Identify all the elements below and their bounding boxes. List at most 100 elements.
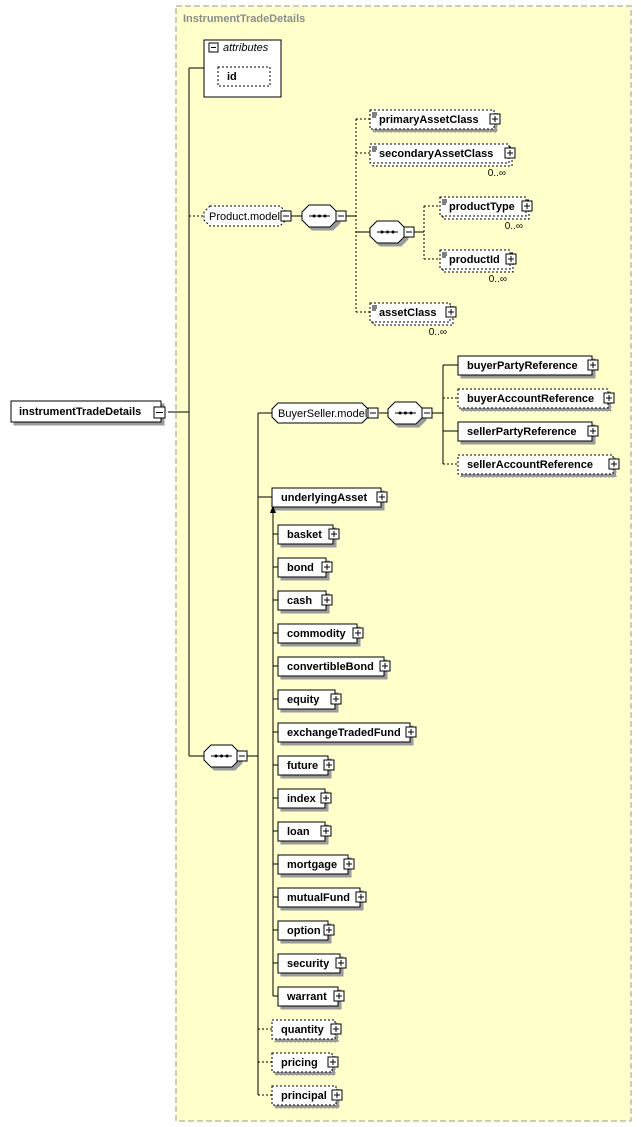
- main-sequence-compositor[interactable]: [203, 744, 240, 768]
- buyer-seller-model-label: BuyerSeller.model: [278, 408, 367, 420]
- element-mutualFund-label: mutualFund: [287, 892, 350, 904]
- element-loan-expand-icon[interactable]: [320, 825, 332, 837]
- element-productType-occurs: 0..∞: [505, 221, 523, 232]
- product-model-group[interactable]: Product.model: [203, 205, 287, 227]
- element-security-expand-icon[interactable]: [335, 957, 347, 969]
- element-secondaryAssetClass[interactable]: secondaryAssetClass 0..∞: [369, 143, 516, 179]
- element-buyerPartyReference-label: buyerPartyReference: [467, 360, 578, 372]
- element-warrant[interactable]: warrant: [277, 986, 345, 1007]
- element-sellerPartyReference-label: sellerPartyReference: [467, 426, 576, 438]
- element-convertibleBond[interactable]: convertibleBond: [277, 656, 391, 677]
- main-sequence-collapse-icon[interactable]: [236, 750, 248, 762]
- buyer-seller-sequence-collapse-icon[interactable]: [421, 407, 433, 419]
- element-primaryAssetClass-label: primaryAssetClass: [379, 114, 479, 126]
- element-exchangeTradedFund[interactable]: exchangeTradedFund: [277, 722, 417, 743]
- element-buyerAccountReference-label: buyerAccountReference: [467, 393, 594, 405]
- element-buyerAccountReference[interactable]: buyerAccountReference: [457, 388, 615, 409]
- element-warrant-expand-icon[interactable]: [333, 990, 345, 1002]
- element-mutualFund-expand-icon[interactable]: [355, 891, 367, 903]
- element-productType-label: productType: [449, 201, 515, 213]
- element-future[interactable]: future: [277, 755, 335, 776]
- buyer-seller-model-group[interactable]: BuyerSeller.model: [271, 402, 369, 424]
- element-quantity-label: quantity: [281, 1024, 325, 1036]
- element-boxes: primaryAssetClass secondaryAssetClass 0..∞…: [271, 109, 620, 1106]
- element-quantity-expand-icon[interactable]: [330, 1023, 342, 1035]
- element-exchangeTradedFund-expand-icon[interactable]: [405, 726, 417, 738]
- element-index[interactable]: index: [277, 788, 332, 809]
- element-sellerAccountReference-label: sellerAccountReference: [467, 459, 593, 471]
- element-sellerAccountReference[interactable]: sellerAccountReference: [457, 454, 620, 475]
- product-sequence-compositor[interactable]: [301, 204, 338, 228]
- root-element-box[interactable]: instrumentTradeDetails: [10, 400, 162, 423]
- element-bond-expand-icon[interactable]: [321, 561, 333, 573]
- element-underlyingAsset-label: underlyingAsset: [281, 492, 368, 504]
- element-assetClass-expand-icon[interactable]: [445, 306, 457, 318]
- element-loan-label: loan: [287, 826, 310, 838]
- element-primaryAssetClass-expand-icon[interactable]: [489, 113, 501, 125]
- element-productType[interactable]: productType 0..∞: [439, 196, 533, 232]
- product-model-label: Product.model: [209, 211, 280, 223]
- element-basket-expand-icon[interactable]: [328, 528, 340, 540]
- element-equity-label: equity: [287, 694, 320, 706]
- element-option-expand-icon[interactable]: [323, 924, 335, 936]
- element-assetClass[interactable]: assetClass 0..∞: [369, 302, 457, 338]
- element-convertibleBond-expand-icon[interactable]: [379, 660, 391, 672]
- element-security[interactable]: security: [277, 953, 347, 974]
- element-commodity-expand-icon[interactable]: [352, 627, 364, 639]
- element-index-label: index: [287, 793, 317, 805]
- element-productType-expand-icon[interactable]: [521, 200, 533, 212]
- element-buyerPartyReference-expand-icon[interactable]: [587, 359, 599, 371]
- element-underlyingAsset[interactable]: underlyingAsset: [271, 487, 388, 508]
- product-sequence-collapse-icon[interactable]: [335, 210, 347, 222]
- element-sellerAccountReference-expand-icon[interactable]: [608, 458, 620, 470]
- element-assetClass-label: assetClass: [379, 307, 437, 319]
- element-bond[interactable]: bond: [277, 557, 333, 578]
- element-mortgage[interactable]: mortgage: [277, 854, 355, 875]
- element-pricing[interactable]: pricing: [271, 1052, 339, 1073]
- element-quantity[interactable]: quantity: [271, 1019, 342, 1040]
- attributes-label: attributes: [223, 42, 269, 54]
- element-mutualFund[interactable]: mutualFund: [277, 887, 367, 908]
- element-secondaryAssetClass-expand-icon[interactable]: [504, 147, 516, 159]
- element-mortgage-label: mortgage: [287, 859, 337, 871]
- element-convertibleBond-label: convertibleBond: [287, 661, 374, 673]
- root-collapse-icon[interactable]: [153, 406, 166, 419]
- element-equity-expand-icon[interactable]: [330, 693, 342, 705]
- element-sellerPartyReference[interactable]: sellerPartyReference: [457, 421, 599, 442]
- element-secondaryAssetClass-label: secondaryAssetClass: [379, 148, 493, 160]
- root-element-label: instrumentTradeDetails: [19, 406, 141, 418]
- element-bond-label: bond: [287, 562, 314, 574]
- element-principal-expand-icon[interactable]: [331, 1089, 343, 1101]
- element-index-expand-icon[interactable]: [320, 792, 332, 804]
- element-loan[interactable]: loan: [277, 821, 332, 842]
- element-warrant-label: warrant: [286, 991, 327, 1003]
- element-pricing-expand-icon[interactable]: [327, 1056, 339, 1068]
- product-inner-sequence-compositor[interactable]: [369, 220, 406, 244]
- buyer-seller-collapse-icon[interactable]: [367, 407, 379, 419]
- element-principal[interactable]: principal: [271, 1085, 343, 1106]
- element-equity[interactable]: equity: [277, 689, 342, 710]
- element-secondaryAssetClass-occurs: 0..∞: [488, 168, 506, 179]
- element-basket-label: basket: [287, 529, 322, 541]
- complex-type-box: [175, 5, 632, 1122]
- element-productId-expand-icon[interactable]: [505, 253, 517, 265]
- product-model-collapse-icon[interactable]: [280, 210, 292, 222]
- element-commodity[interactable]: commodity: [277, 623, 364, 644]
- element-primaryAssetClass[interactable]: primaryAssetClass: [369, 109, 501, 130]
- buyer-seller-sequence-compositor[interactable]: [387, 401, 424, 425]
- element-sellerPartyReference-expand-icon[interactable]: [587, 425, 599, 437]
- element-future-expand-icon[interactable]: [323, 759, 335, 771]
- element-productId-occurs: 0..∞: [489, 274, 507, 285]
- element-assetClass-occurs: 0..∞: [429, 327, 447, 338]
- element-basket[interactable]: basket: [277, 524, 340, 545]
- element-mortgage-expand-icon[interactable]: [343, 858, 355, 870]
- element-buyerPartyReference[interactable]: buyerPartyReference: [457, 355, 599, 376]
- element-cash[interactable]: cash: [277, 590, 333, 611]
- element-underlyingAsset-expand-icon[interactable]: [376, 491, 388, 503]
- element-option[interactable]: option: [277, 920, 335, 941]
- element-buyerAccountReference-expand-icon[interactable]: [603, 392, 615, 404]
- product-inner-sequence-collapse-icon[interactable]: [403, 226, 415, 238]
- element-cash-expand-icon[interactable]: [321, 594, 333, 606]
- element-option-label: option: [287, 925, 321, 937]
